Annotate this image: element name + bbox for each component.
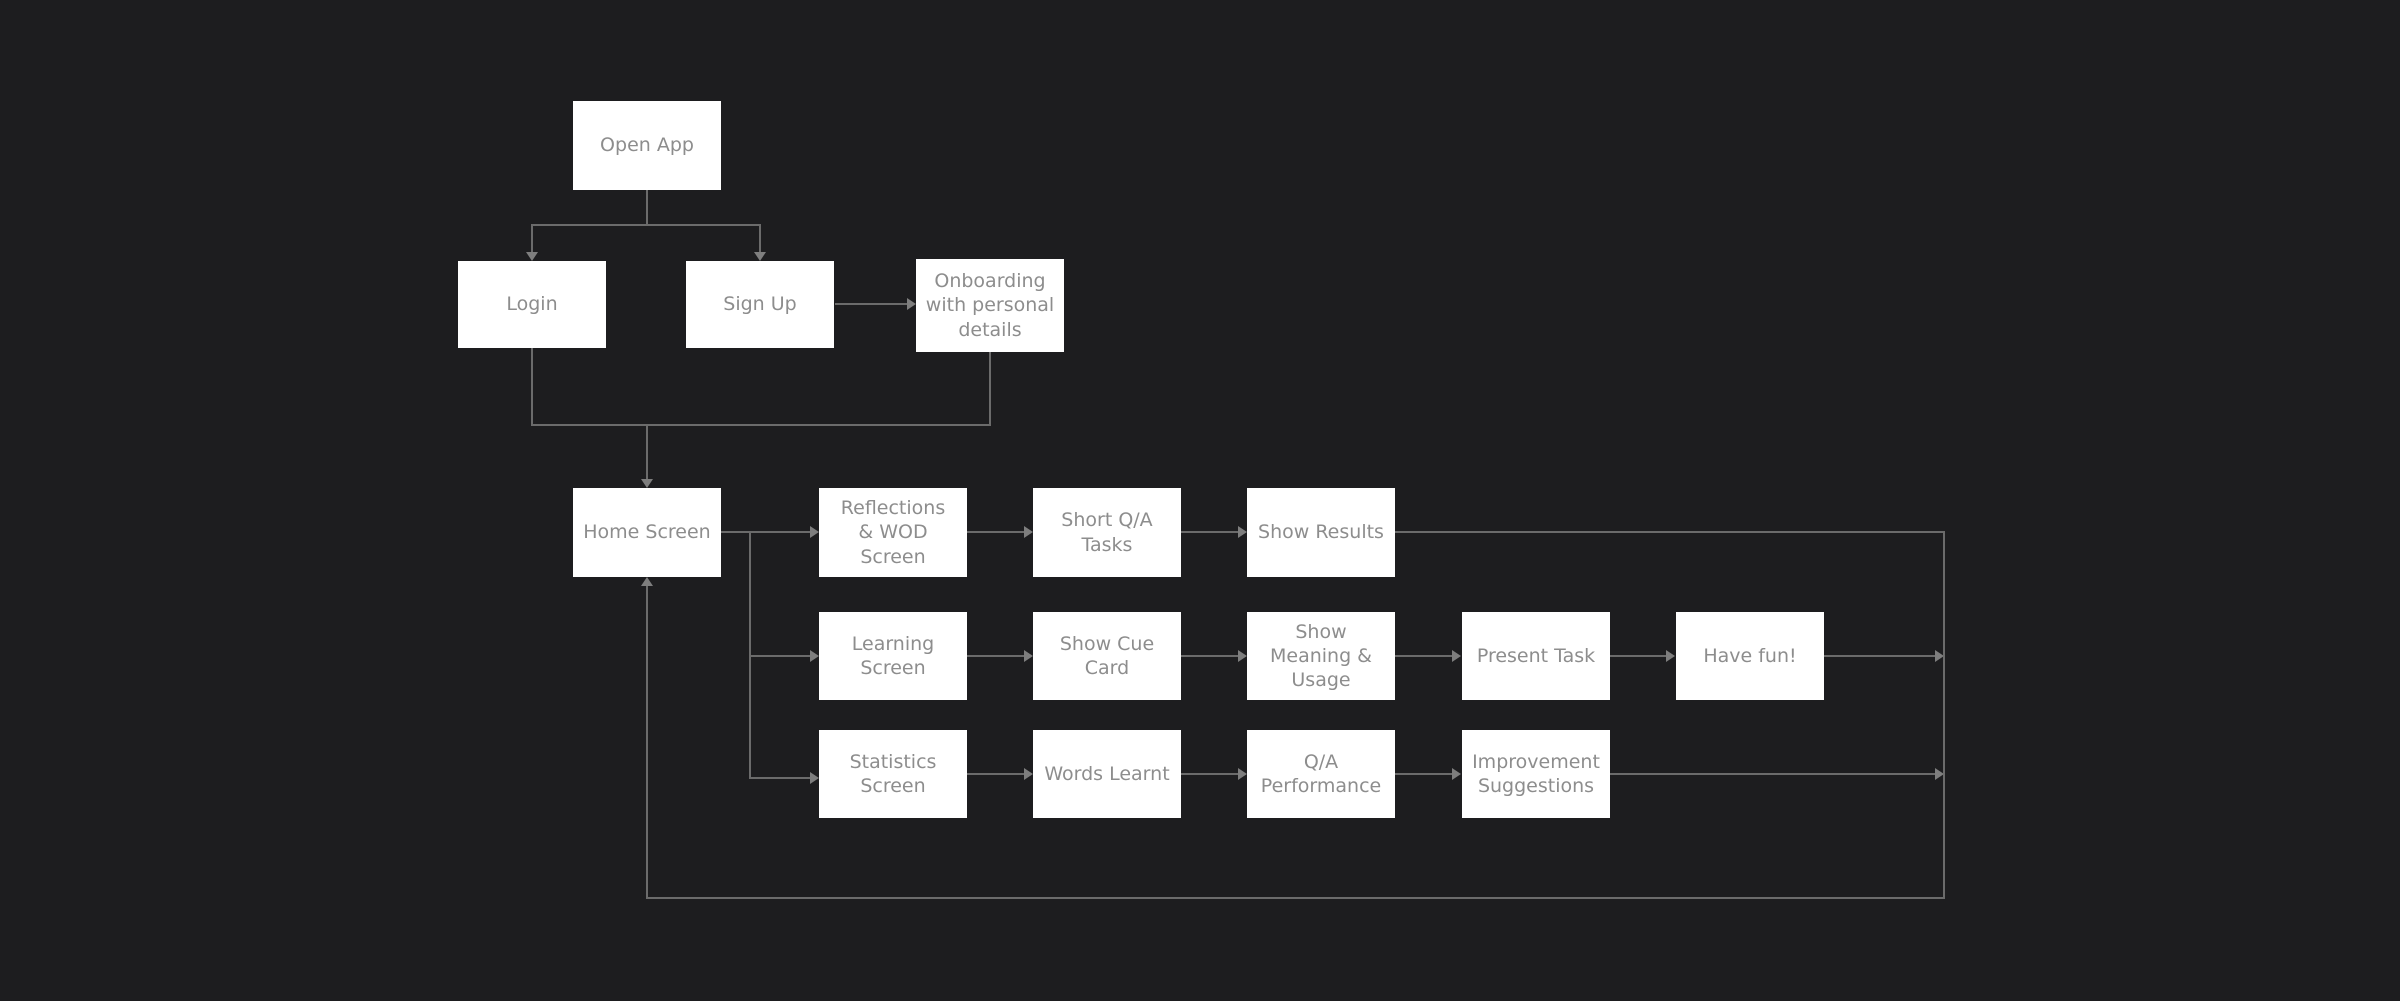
connector-sign-up-to-onboarding: [835, 303, 908, 305]
connector-improvement-to-loop: [1610, 773, 1936, 775]
node-label: Q/A Performance: [1260, 750, 1382, 797]
connector-merge-to-home: [646, 424, 648, 479]
node-sign-up[interactable]: Sign Up: [686, 261, 834, 348]
connector-words-to-qa-performance: [1181, 773, 1239, 775]
node-words-learnt[interactable]: Words Learnt: [1033, 730, 1181, 818]
connector-short-qa-to-show-results: [1181, 531, 1239, 533]
connector-reflections-to-short-qa: [967, 531, 1025, 533]
arrowhead-into-meaning: [1238, 650, 1247, 662]
node-qa-performance[interactable]: Q/A Performance: [1247, 730, 1395, 818]
node-label: Statistics Screen: [849, 750, 937, 797]
connector-open-app-stem: [646, 190, 648, 225]
connector-branch-to-statistics: [749, 777, 811, 779]
connector-learning-to-cue-card: [967, 655, 1025, 657]
arrowhead-into-qa-performance: [1238, 768, 1247, 780]
arrowhead-into-words: [1024, 768, 1033, 780]
arrowhead-into-improvement: [1452, 768, 1461, 780]
connector-loop-right-vertical: [1943, 531, 1945, 899]
connector-merge-bar: [531, 424, 991, 426]
node-present-task[interactable]: Present Task: [1462, 612, 1610, 700]
arrowhead-into-reflections: [810, 526, 819, 538]
arrowhead-into-have-fun: [1666, 650, 1675, 662]
connector-home-to-reflections: [721, 531, 811, 533]
arrowhead-into-home-top: [641, 479, 653, 488]
node-short-qa-tasks[interactable]: Short Q/A Tasks: [1033, 488, 1181, 577]
node-have-fun[interactable]: Have fun!: [1676, 612, 1824, 700]
connector-split-to-login: [531, 224, 533, 253]
node-label: Onboarding with personal details: [925, 270, 1055, 341]
node-show-meaning-usage[interactable]: Show Meaning & Usage: [1247, 612, 1395, 700]
connector-branch-to-learning: [749, 655, 811, 657]
node-label: Improvement Suggestions: [1472, 750, 1600, 797]
connector-open-app-split-bar: [531, 224, 761, 226]
connector-have-fun-to-loop: [1824, 655, 1936, 657]
connector-onboarding-down: [989, 352, 991, 426]
connector-cue-card-to-meaning: [1181, 655, 1239, 657]
node-label: Show Results: [1258, 521, 1384, 544]
node-open-app[interactable]: Open App: [573, 101, 721, 190]
node-show-results[interactable]: Show Results: [1247, 488, 1395, 577]
connector-qa-performance-to-improvement: [1395, 773, 1453, 775]
node-label: Open App: [600, 134, 694, 157]
connector-login-down: [531, 348, 533, 426]
node-label: Have fun!: [1703, 644, 1797, 667]
node-label: Present Task: [1476, 644, 1596, 667]
node-label: Login: [506, 293, 558, 316]
arrowhead-into-onboarding: [907, 298, 916, 310]
node-label: Reflections & WOD Screen: [840, 497, 946, 568]
node-label: Show Cue Card: [1059, 632, 1155, 679]
connector-loop-up-to-home: [646, 586, 648, 898]
node-label: Words Learnt: [1044, 762, 1170, 785]
connector-loop-bottom: [646, 897, 1945, 899]
node-login[interactable]: Login: [458, 261, 606, 348]
node-reflections-wod-screen[interactable]: Reflections & WOD Screen: [819, 488, 967, 577]
connector-statistics-to-words: [967, 773, 1025, 775]
arrowhead-improvement-into-loop: [1935, 768, 1944, 780]
connector-split-to-sign-up: [759, 224, 761, 253]
node-improvement-suggestions[interactable]: Improvement Suggestions: [1462, 730, 1610, 818]
node-label: Learning Screen: [851, 632, 935, 679]
connector-present-to-have-fun: [1610, 655, 1667, 657]
node-home-screen[interactable]: Home Screen: [573, 488, 721, 577]
node-label: Short Q/A Tasks: [1061, 509, 1153, 556]
arrowhead-have-fun-into-loop: [1935, 650, 1944, 662]
arrowhead-into-sign-up: [754, 252, 766, 261]
node-show-cue-card[interactable]: Show Cue Card: [1033, 612, 1181, 700]
arrowhead-into-learning: [810, 650, 819, 662]
arrowhead-into-home-bottom: [641, 577, 653, 586]
node-onboarding[interactable]: Onboarding with personal details: [916, 259, 1064, 352]
arrowhead-into-present: [1452, 650, 1461, 662]
arrowhead-into-show-results: [1238, 526, 1247, 538]
connector-show-results-to-loop: [1395, 531, 1945, 533]
arrowhead-into-statistics: [810, 772, 819, 784]
connector-meaning-to-present: [1395, 655, 1453, 657]
arrowhead-into-cue-card: [1024, 650, 1033, 662]
arrowhead-into-login: [526, 252, 538, 261]
node-learning-screen[interactable]: Learning Screen: [819, 612, 967, 700]
node-label: Home Screen: [583, 521, 711, 544]
arrowhead-into-short-qa: [1024, 526, 1033, 538]
node-statistics-screen[interactable]: Statistics Screen: [819, 730, 967, 818]
node-label: Show Meaning & Usage: [1269, 620, 1372, 692]
node-label: Sign Up: [723, 293, 797, 316]
